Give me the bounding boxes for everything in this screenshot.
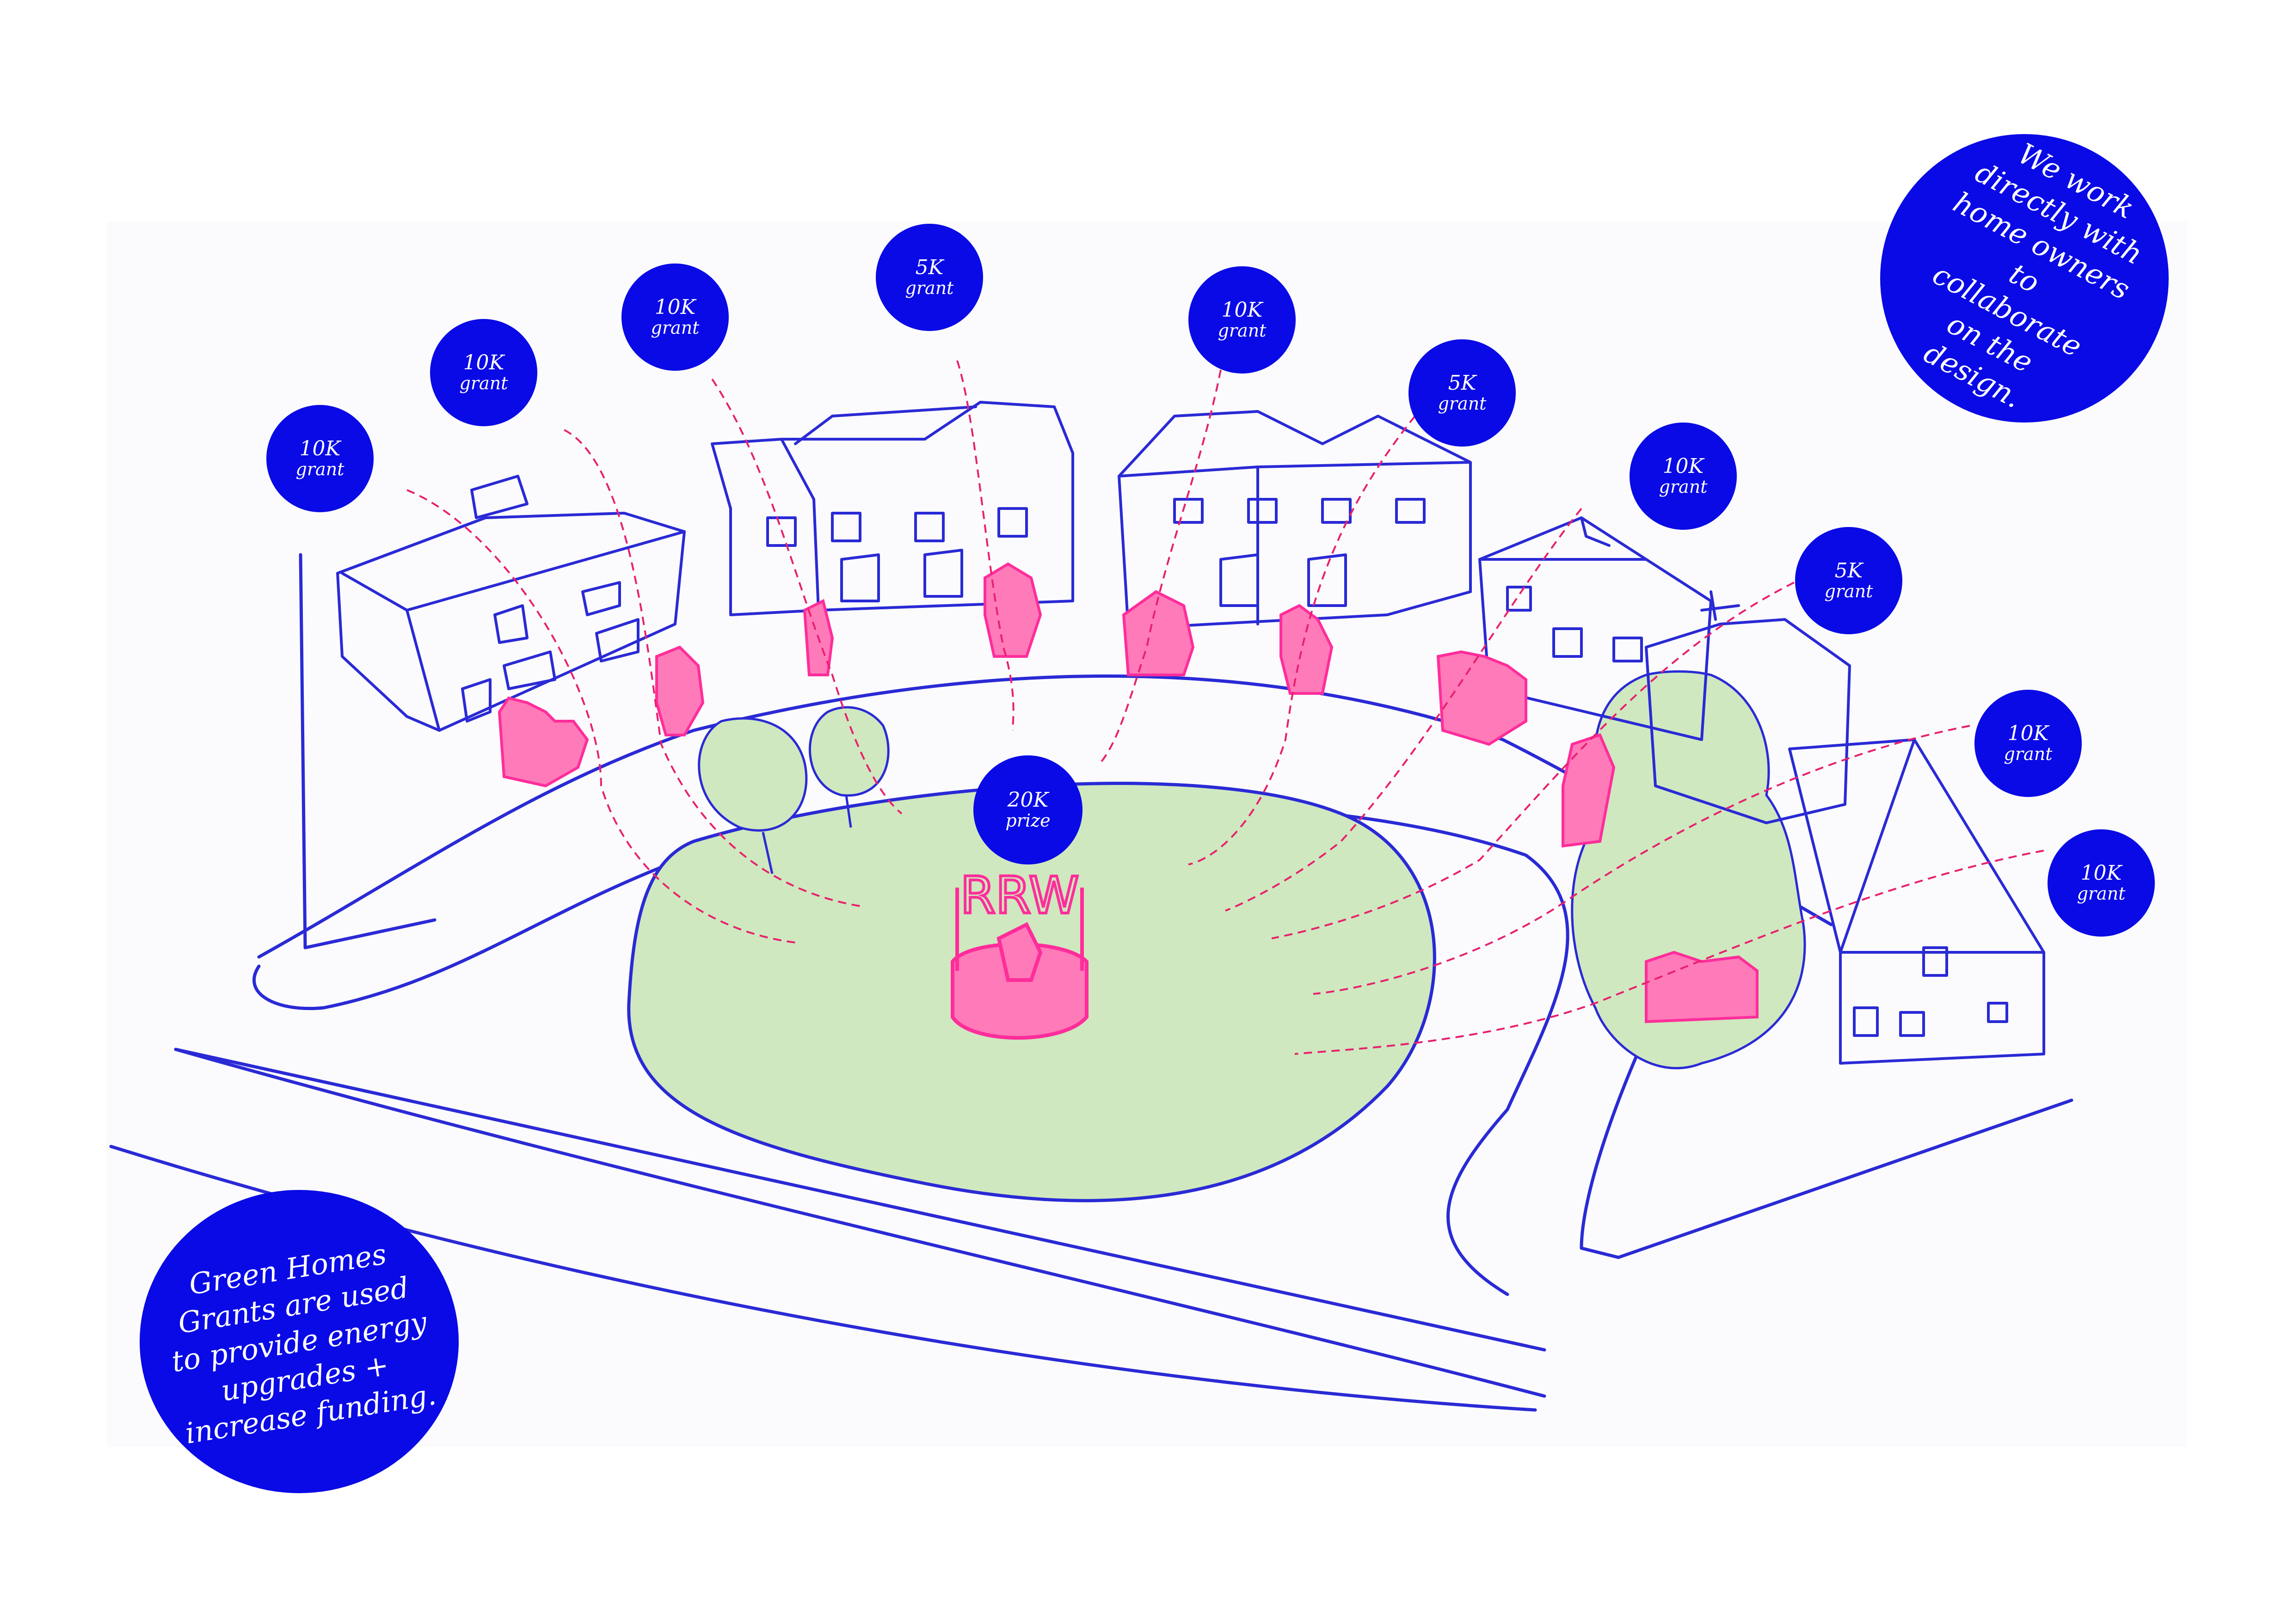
- grant-amount: 5K: [1834, 558, 1863, 582]
- grant-kind: grant: [295, 459, 344, 480]
- people-group-6: [1279, 604, 1334, 695]
- grant-amount: 10K: [2007, 721, 2049, 745]
- grant-kind: grant: [1824, 581, 1873, 602]
- grant-badge: 10K grant: [621, 264, 729, 371]
- grant-amount: 10K: [2080, 861, 2122, 885]
- arrow-5: [1100, 369, 1222, 764]
- bandstand-frame: [955, 888, 1084, 971]
- people-group-1: [498, 696, 589, 788]
- grant-amount: 10K: [463, 350, 504, 374]
- grant-kind: grant: [1438, 393, 1487, 414]
- grant-badge: 5K grant: [1795, 527, 1902, 634]
- grant-badge: 5K grant: [1408, 339, 1516, 447]
- house-1: [336, 475, 686, 732]
- note-collaboration: We work directly with home owners to col…: [1880, 134, 2169, 423]
- arrow-1: [406, 489, 800, 944]
- note-grants: Green Homes Grants are used to provide e…: [140, 1190, 459, 1493]
- grant-kind: grant: [1659, 477, 1708, 497]
- grant-badge: 10K grant: [1188, 266, 1296, 374]
- grant-badge: 10K grant: [266, 405, 374, 512]
- grant-amount: 5K: [915, 255, 944, 279]
- grant-kind: grant: [905, 278, 954, 299]
- people-group-8: [1562, 733, 1616, 848]
- bandstand-base: [951, 942, 1089, 1040]
- grant-badge: 10K grant: [1630, 423, 1737, 530]
- grant-kind: grant: [2004, 744, 2053, 765]
- road-bottom-edge-2: [174, 1048, 1546, 1352]
- road-left-edge: [299, 553, 437, 950]
- house-2: [711, 401, 1074, 616]
- note-grants-text: Green Homes Grants are used to provide e…: [169, 1237, 438, 1451]
- grant-amount: 10K: [1662, 454, 1704, 478]
- people-group-9: [1645, 950, 1759, 1023]
- grant-kind: grant: [651, 318, 700, 338]
- grant-amount: 5K: [1448, 371, 1476, 395]
- grant-amount: 10K: [1221, 298, 1263, 322]
- prize-badge: 20K prize: [973, 755, 1082, 864]
- grant-kind: grant: [459, 373, 508, 394]
- grant-badge: 10K grant: [1974, 690, 2082, 797]
- house-6: [1788, 738, 2045, 1065]
- prize-kind: prize: [1005, 810, 1051, 831]
- arrow-2: [564, 429, 861, 907]
- arrow-6: [1188, 415, 1416, 865]
- arrow-10: [1294, 850, 2044, 1055]
- arrow-7: [1225, 508, 1582, 912]
- arrow-8: [1271, 582, 1795, 939]
- grant-arrows: [406, 360, 2044, 1055]
- people-group-2: [655, 645, 705, 736]
- people: [498, 562, 1759, 1023]
- grant-kind: grant: [1218, 320, 1267, 341]
- people-group-7: [1436, 650, 1527, 746]
- grant-badge: 10K grant: [430, 319, 537, 426]
- bandstand: RRW: [951, 864, 1089, 1040]
- road-bottom-edge: [174, 1048, 1546, 1398]
- grant-badge: 10K grant: [2048, 829, 2155, 937]
- houses: [336, 401, 2045, 1065]
- bandstand-figure: [996, 922, 1043, 982]
- arrow-9: [1313, 725, 1970, 995]
- people-group-5: [1122, 590, 1195, 676]
- grant-kind: grant: [2077, 883, 2126, 904]
- people-group-4: [984, 562, 1042, 658]
- grant-amount: 10K: [299, 436, 341, 460]
- road-right-edge: [1617, 1098, 2073, 1259]
- prize-amount: 20K: [1007, 788, 1049, 812]
- bandstand-sign: RRW: [960, 866, 1079, 925]
- house-3: [1118, 410, 1472, 630]
- tree-left: [698, 717, 808, 874]
- house-5: [1645, 590, 1851, 824]
- arrow-4: [956, 360, 1015, 731]
- grant-badge: 5K grant: [876, 224, 983, 331]
- grant-amount: 10K: [654, 295, 696, 319]
- arrow-3: [711, 378, 903, 815]
